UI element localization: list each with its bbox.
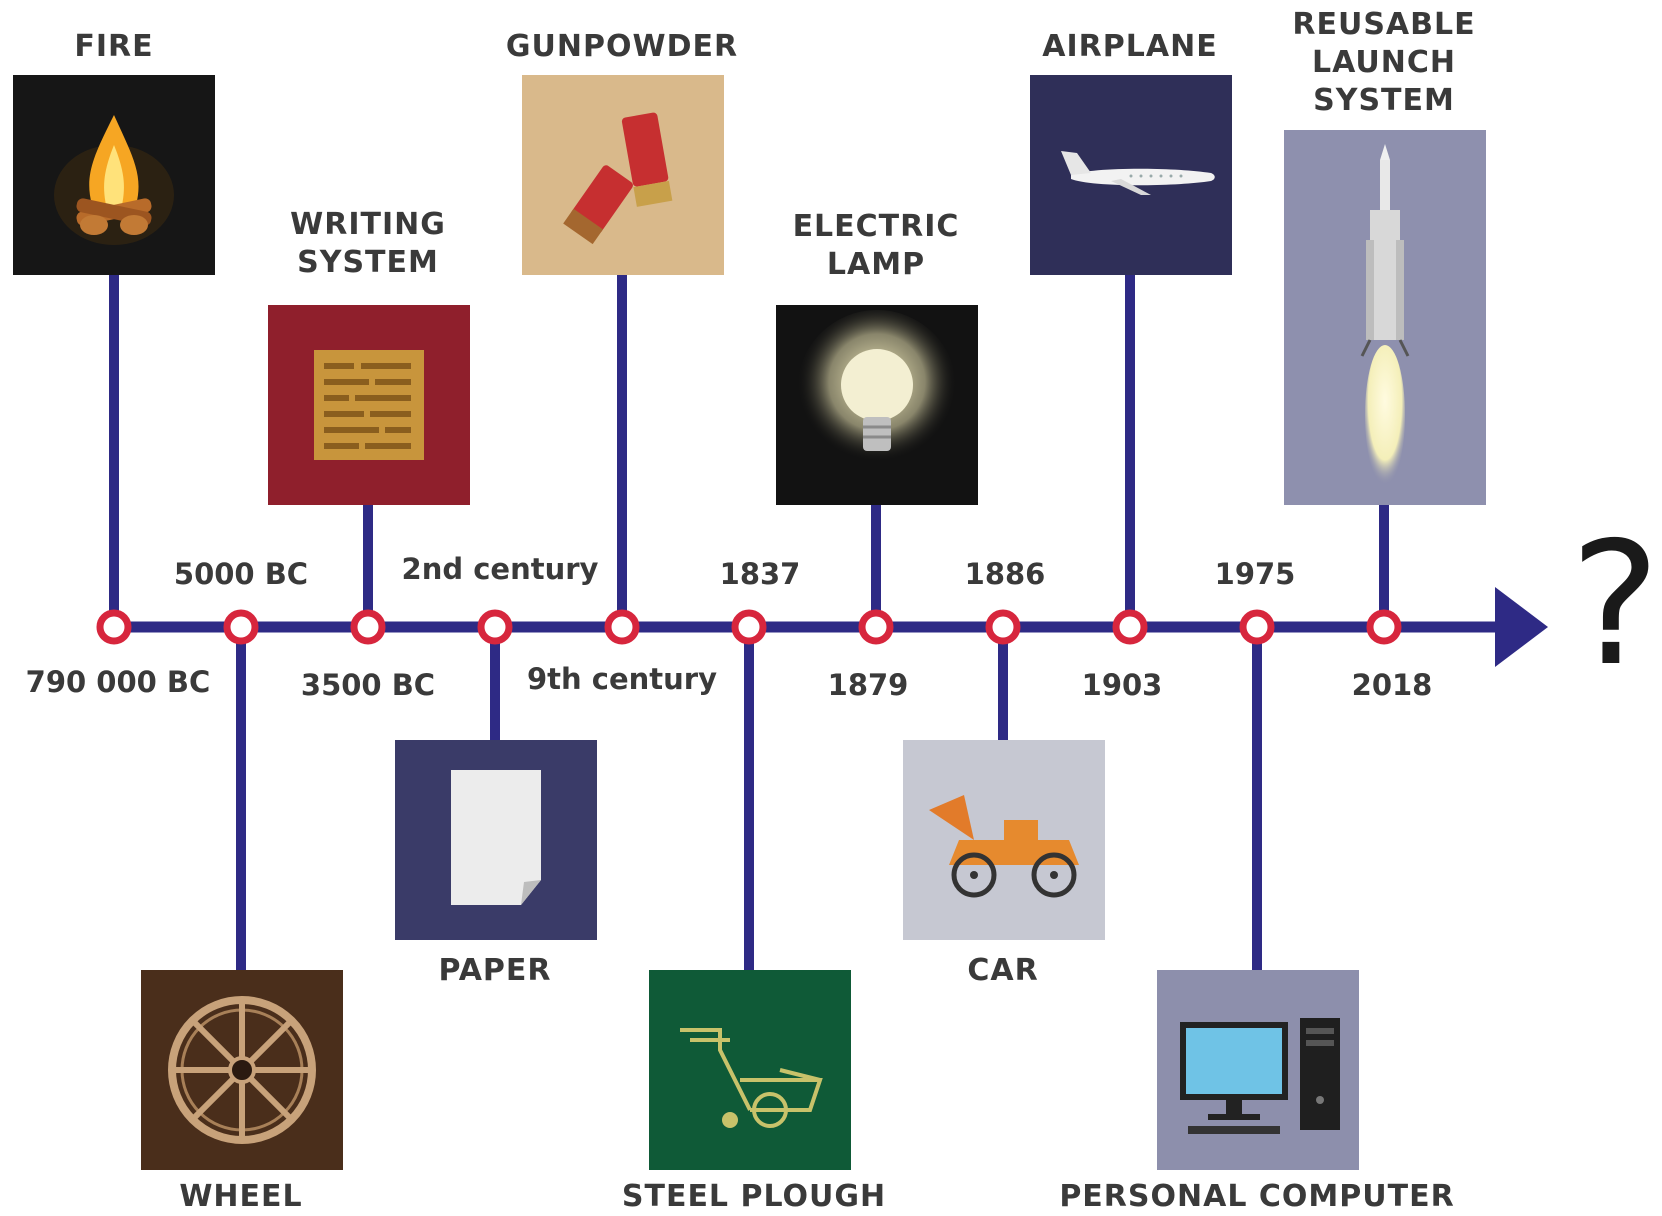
timeline-node [96,609,132,645]
timeline-node [350,609,386,645]
date-gunpowder: 9th century [526,662,718,696]
timeline-node [858,609,894,645]
label-gunpowder: GUNPOWDER [505,29,739,64]
label-car: CAR [967,953,1039,988]
label-writing: WRITING SYSTEM [290,207,446,280]
label-plough: STEEL PLOUGH [621,1179,887,1214]
date-rocket: 2018 [1351,668,1433,702]
label-wheel: WHEEL [179,1179,303,1214]
box-rocket [1284,130,1486,505]
airplane-icon [1061,151,1215,195]
box-writing [268,305,470,505]
date-airplane: 1903 [1081,668,1163,702]
future-question-mark: ? [1570,506,1661,704]
timeline-arrowhead [1495,587,1548,667]
label-computer: PERSONAL COMPUTER [1059,1179,1455,1214]
wheel-icon [168,996,316,1144]
box-plough [649,970,851,1170]
shotgun-shell-icon [563,112,673,245]
label-fire: FIRE [74,29,154,64]
date-fire: 790 000 BC [25,665,211,699]
timeline-node [1366,609,1402,645]
box-fire [13,75,215,275]
timeline-node [1112,609,1148,645]
computer-icon [1180,1018,1340,1134]
date-paper: 2nd century [401,552,599,586]
plough-icon [680,1028,823,1128]
box-paper [395,740,597,940]
box-airplane [1030,75,1232,275]
car-icon [929,795,1079,898]
timeline-node [223,609,259,645]
writing-tablet-icon [314,350,424,460]
label-paper: PAPER [438,953,552,988]
date-wheel: 5000 BC [173,557,309,591]
paper-icon [451,770,541,905]
box-wheel [141,970,343,1170]
timeline-node [477,609,513,645]
date-lamp: 1879 [827,668,909,702]
label-rocket: REUSABLE LAUNCH SYSTEM [1292,7,1476,118]
light-bulb-icon [797,310,957,470]
box-car [903,740,1105,940]
timeline-node [985,609,1021,645]
date-writing: 3500 BC [300,668,436,702]
date-plough: 1837 [719,557,801,591]
timeline-node [604,609,640,645]
box-gunpowder [522,75,724,275]
fire-icon [54,115,174,245]
label-lamp: ELECTRIC LAMP [792,209,960,282]
box-lamp [776,305,978,505]
rocket-icon [1360,144,1410,485]
box-computer [1157,970,1359,1170]
date-computer: 1975 [1214,557,1296,591]
date-car: 1886 [964,557,1046,591]
timeline-node [731,609,767,645]
timeline-node [1239,609,1275,645]
label-airplane: AIRPLANE [1042,29,1218,64]
